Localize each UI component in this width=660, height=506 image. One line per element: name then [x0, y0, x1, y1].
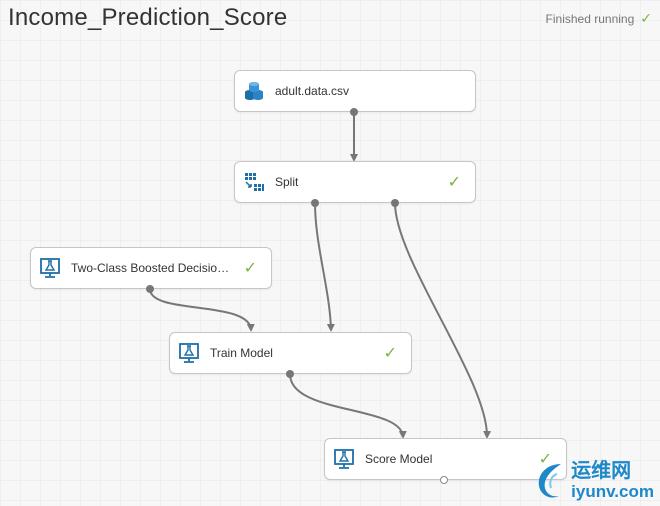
module-node-train-model[interactable]: Train Model ✓: [169, 332, 412, 374]
flask-monitor-icon: [333, 448, 355, 470]
run-status: Finished running ✓: [546, 10, 652, 27]
experiment-header: Income_Prediction_Score Finished running…: [8, 2, 652, 36]
module-label: Split: [275, 175, 299, 189]
dataset-icon: [243, 80, 265, 102]
output-port-dataset[interactable]: [350, 108, 358, 116]
module-node-dataset[interactable]: adult.data.csv: [234, 70, 476, 112]
connection-split-to-score[interactable]: [394, 202, 492, 439]
output-port-score[interactable]: [440, 476, 448, 484]
module-node-two-class-boosted-decision-tree[interactable]: Two-Class Boosted Decision T... ✓: [30, 247, 272, 289]
completed-check-icon: ✓: [447, 174, 461, 191]
output-port-algorithm[interactable]: [146, 285, 154, 293]
output-port-split-right[interactable]: [391, 199, 399, 207]
connection-split-to-train[interactable]: [314, 202, 335, 332]
module-label: adult.data.csv: [275, 84, 350, 98]
experiment-title[interactable]: Income_Prediction_Score: [8, 4, 288, 31]
module-node-score-model[interactable]: Score Model ✓: [324, 438, 567, 480]
output-port-train[interactable]: [286, 370, 294, 378]
connection-algorithm-to-train[interactable]: [149, 288, 255, 332]
output-port-split-left[interactable]: [311, 199, 319, 207]
module-node-split[interactable]: Split ✓: [234, 161, 476, 203]
completed-check-icon: ✓: [243, 260, 257, 277]
run-status-text: Finished running: [545, 11, 635, 26]
watermark-swirl-icon: [538, 464, 562, 498]
flask-monitor-icon: [39, 257, 61, 279]
watermark-url-text: iyunv.com: [571, 482, 654, 501]
connection-train-to-score[interactable]: [289, 373, 407, 439]
completed-check-icon: ✓: [383, 345, 397, 362]
completed-check-icon: ✓: [538, 451, 552, 468]
module-label: Two-Class Boosted Decision T...: [71, 261, 236, 275]
status-check-icon: ✓: [640, 10, 652, 26]
flask-monitor-icon: [178, 342, 200, 364]
module-label: Train Model: [210, 346, 273, 360]
module-label: Score Model: [365, 452, 433, 466]
watermark-logo: 运维网 iyunv.com: [533, 458, 654, 502]
watermark-chinese-text: 运维网: [571, 460, 632, 482]
split-data-icon: [243, 171, 265, 193]
